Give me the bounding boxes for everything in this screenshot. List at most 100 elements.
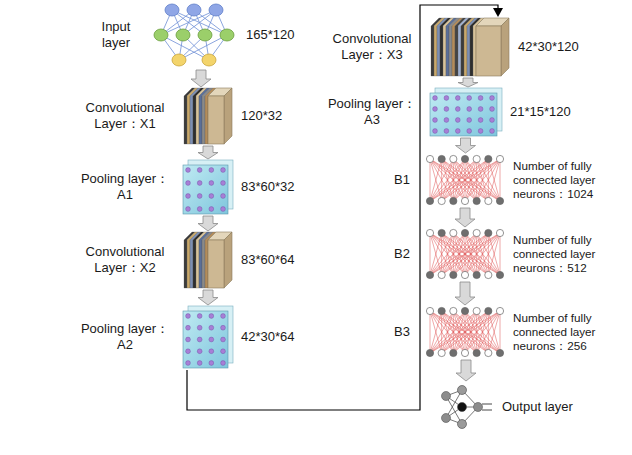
layer-name: B1: [387, 172, 417, 188]
network-neuron: [198, 29, 212, 41]
layer-size: 21*15*120: [510, 104, 620, 120]
fc-link: [453, 311, 500, 353]
fc-neuron: [426, 229, 433, 236]
fc-neuron: [473, 197, 480, 204]
pool-map-front: [430, 93, 497, 136]
conv-block-side: [501, 18, 509, 76]
pool-unit: [209, 181, 214, 186]
fc-neuron: [438, 271, 445, 278]
pool-unit: [197, 168, 202, 173]
fc-link: [442, 159, 500, 201]
fc-link: [477, 159, 500, 201]
pool-unit: [467, 129, 472, 134]
layer-icon: [440, 382, 494, 432]
layer-icon: [183, 232, 233, 288]
fc-link: [430, 159, 500, 201]
fc-neuron: [496, 349, 503, 356]
conv-block-front: [208, 240, 224, 288]
fc-link: [442, 311, 500, 353]
output-neuron: [458, 403, 467, 412]
fc-neuron: [426, 271, 433, 278]
pool-unit: [478, 107, 483, 112]
flow-arrow: [458, 78, 478, 87]
block-arrow: [458, 78, 478, 87]
fc-neuron: [461, 155, 468, 162]
fc-link: [500, 311, 501, 353]
pool-unit: [467, 96, 472, 101]
layer-icon: [183, 306, 233, 368]
fc-link: [430, 311, 488, 353]
pool-unit: [221, 168, 226, 173]
fc-link: [430, 233, 500, 275]
layer-name: Input layer: [90, 19, 142, 50]
layer-icon: [425, 154, 505, 206]
pool-unit: [197, 361, 202, 366]
pool-unit: [221, 349, 226, 354]
fc-link: [430, 233, 477, 275]
layer-name: Pooling layer：A1: [75, 171, 175, 202]
fc-neuron: [438, 229, 445, 236]
layer-node: B2Number of fully connected layer neuron…: [425, 228, 505, 280]
fc-link: [442, 233, 500, 275]
pool-unit: [455, 96, 460, 101]
network-neuron: [209, 4, 223, 16]
layer-size: Number of fully connected layer neurons：…: [513, 311, 629, 353]
layer-node: Convolutional Layer：X342*30*120: [430, 18, 510, 76]
fc-link: [430, 159, 477, 201]
fc-neuron: [450, 349, 457, 356]
layer-name: B2: [387, 246, 417, 262]
output-neuron: [442, 414, 451, 423]
fc-neuron: [450, 307, 457, 314]
layer-icon: [150, 2, 238, 68]
pool-unit: [490, 96, 495, 101]
pool-unit: [209, 207, 214, 212]
layer-icon: [183, 160, 233, 214]
pool-unit: [197, 349, 202, 354]
fc-neuron: [473, 155, 480, 162]
pool-unit: [490, 129, 495, 134]
conv-block-side: [224, 88, 232, 144]
layer-size: 83*60*32: [241, 179, 321, 195]
flow-arrow: [455, 208, 475, 227]
layer-icon: [183, 88, 233, 144]
block-arrow: [198, 290, 218, 305]
fc-neuron: [426, 307, 433, 314]
fc-neuron: [426, 155, 433, 162]
layer-node: Pooling layer：A321*15*120: [430, 88, 502, 136]
fc-link: [430, 233, 500, 275]
network-neuron: [154, 29, 168, 41]
fc-link: [488, 159, 500, 201]
flow-arrow: [198, 146, 218, 159]
fc-link: [453, 159, 500, 201]
pool-unit: [490, 118, 495, 123]
flow-arrow: [456, 360, 476, 381]
fc-neuron: [438, 307, 445, 314]
pool-unit: [433, 129, 438, 134]
fc-neuron: [473, 229, 480, 236]
layer-node: Convolutional Layer：X1120*32: [183, 88, 233, 144]
fc-neuron: [438, 197, 445, 204]
fc-neuron: [461, 349, 468, 356]
block-arrow: [456, 138, 476, 153]
block-arrow: [455, 208, 475, 227]
fc-link: [500, 233, 501, 275]
pool-unit: [221, 337, 226, 342]
layer-node: Pooling layer：A242*30*64: [183, 306, 233, 368]
pool-unit: [455, 107, 460, 112]
pool-unit: [186, 349, 191, 354]
pool-unit: [186, 337, 191, 342]
network-neuron: [202, 54, 216, 66]
fc-neuron: [438, 349, 445, 356]
pool-unit: [209, 361, 214, 366]
pool-map-front: [183, 311, 228, 368]
network-neuron: [176, 29, 190, 41]
pool-unit: [186, 314, 191, 319]
fc-neuron: [461, 197, 468, 204]
arrow-head: [493, 8, 503, 17]
layer-size: 42*30*120: [518, 39, 628, 55]
fc-link: [488, 311, 500, 353]
flow-arrow: [455, 282, 475, 305]
pool-unit: [209, 337, 214, 342]
pool-unit: [209, 349, 214, 354]
